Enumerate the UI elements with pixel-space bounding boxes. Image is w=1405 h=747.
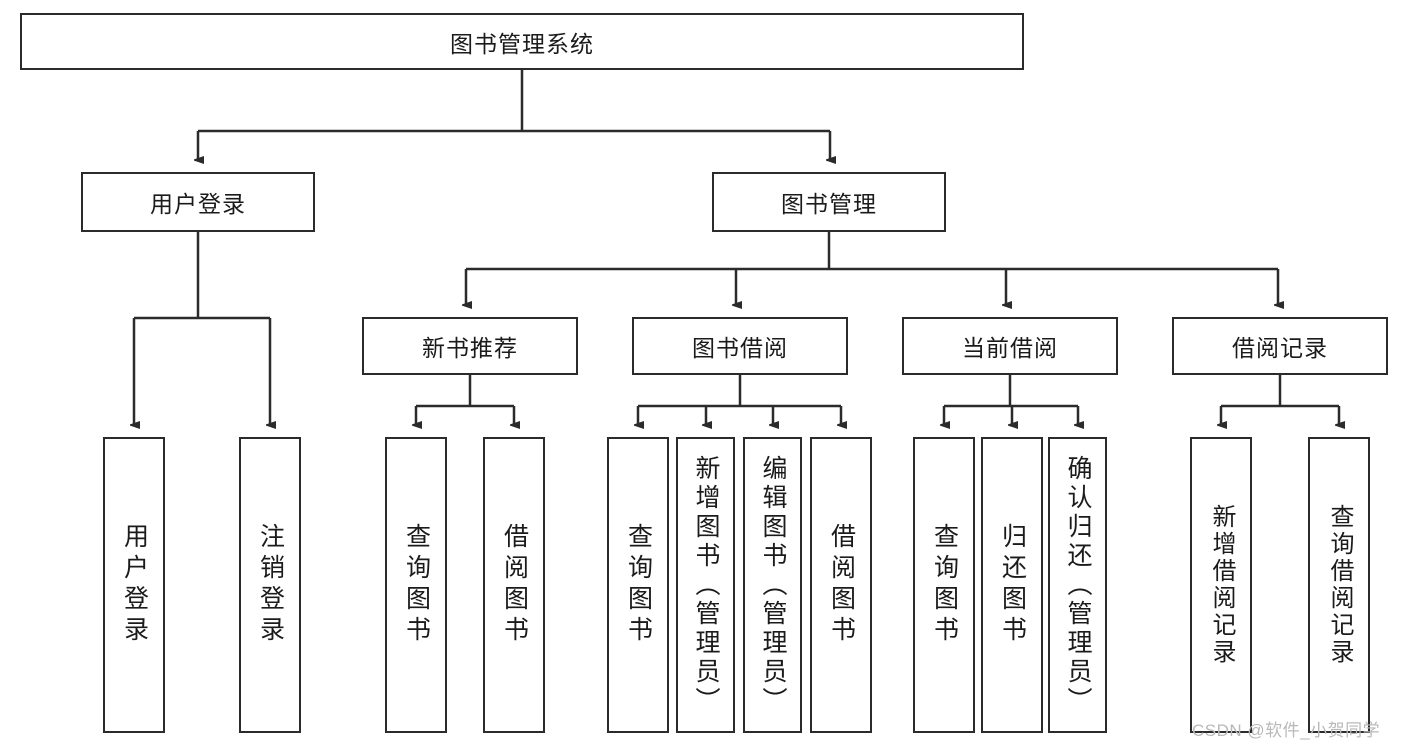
node-new-book-recommend[interactable]: 新书推荐 [362,317,578,375]
leaf-query-book-recommend[interactable]: 查询图书 [385,437,447,733]
leaf-add-book[interactable]: 新增图书（管理员） [676,437,735,733]
leaf-borrow-book-recommend[interactable]: 借阅图书 [483,437,545,733]
node-root[interactable]: 图书管理系统 [20,13,1024,70]
leaf-add-borrow-record[interactable]: 新增借阅记录 [1190,437,1252,733]
leaf-borrow-book[interactable]: 借阅图书 [810,437,872,733]
node-book-management[interactable]: 图书管理 [712,172,946,232]
node-book-borrow[interactable]: 图书借阅 [632,317,848,375]
leaf-logout-login[interactable]: 注销登录 [239,437,301,733]
node-user-login[interactable]: 用户登录 [81,172,315,232]
leaf-query-borrow-record[interactable]: 查询借阅记录 [1308,437,1370,733]
node-current-borrow[interactable]: 当前借阅 [902,317,1118,375]
csdn-watermark: CSDN @软件_小贺同学 [1192,721,1381,740]
leaf-query-book-borrow[interactable]: 查询图书 [607,437,669,733]
leaf-confirm-return[interactable]: 确认归还（管理员） [1048,437,1107,733]
node-borrow-record[interactable]: 借阅记录 [1172,317,1388,375]
leaf-return-book[interactable]: 归还图书 [981,437,1043,733]
leaf-user-login[interactable]: 用户登录 [103,437,165,733]
leaf-query-book-current[interactable]: 查询图书 [913,437,975,733]
leaf-edit-book[interactable]: 编辑图书（管理员） [743,437,802,733]
